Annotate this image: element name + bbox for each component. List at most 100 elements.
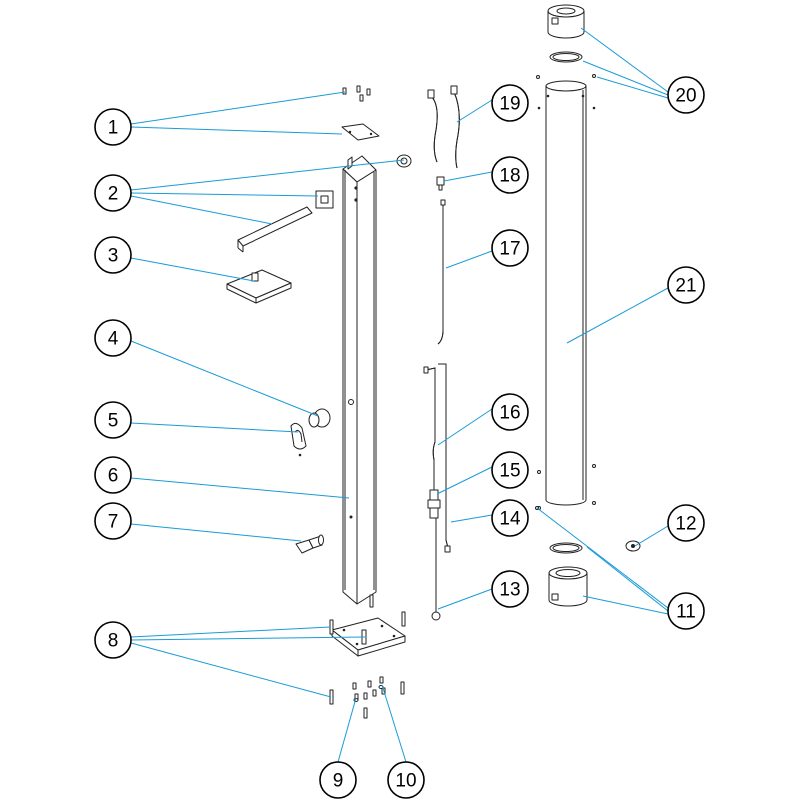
callout-circle	[667, 266, 705, 304]
callout-3: 3	[94, 236, 132, 274]
part-21-outer-tube	[537, 80, 596, 510]
callout-circle	[94, 108, 132, 146]
callout-circle	[491, 393, 529, 431]
callout-number: 13	[499, 580, 520, 601]
callout-circle	[667, 76, 705, 114]
callout-12: 12	[667, 504, 705, 542]
callout-number: 2	[108, 184, 119, 205]
leader-line-8	[130, 626, 331, 638]
callout-number: 5	[108, 411, 119, 432]
leader-line-5	[130, 422, 299, 433]
callout-number: 18	[499, 166, 520, 187]
callout-circle	[387, 761, 425, 799]
callout-14: 14	[491, 499, 529, 537]
callout-6: 6	[94, 456, 132, 494]
part-13-pipe	[438, 363, 451, 553]
callout-number: 14	[499, 509, 521, 530]
callout-15: 15	[491, 451, 529, 489]
part-6-elbow-fitting	[295, 534, 324, 554]
callout-circle	[94, 502, 132, 540]
leader-line-6	[130, 477, 350, 499]
leader-line-16	[437, 408, 493, 446]
part-17-connector	[436, 176, 445, 191]
callout-number: 8	[108, 631, 119, 652]
callout-16: 16	[491, 393, 529, 431]
callout-2: 2	[94, 174, 132, 212]
leader-line-7	[130, 523, 302, 542]
callout-circle	[491, 499, 529, 537]
part-1-top-plate	[341, 85, 380, 141]
callout-13: 13	[491, 570, 529, 608]
callout-10: 10	[387, 761, 425, 799]
callout-20: 20	[667, 76, 705, 114]
leader-line-3	[130, 257, 255, 282]
leader-lines	[130, 27, 669, 763]
part-10-bottom-cap	[535, 506, 588, 607]
leader-line-2	[130, 159, 405, 191]
callout-21: 21	[667, 266, 705, 304]
callout-1: 1	[94, 108, 132, 146]
callout-number: 1	[108, 118, 119, 139]
callout-circle	[491, 84, 529, 122]
callout-18: 18	[491, 156, 529, 194]
callout-9: 9	[319, 761, 357, 799]
leader-line-20	[582, 60, 669, 96]
leader-line-18	[443, 171, 493, 182]
callout-number: 17	[499, 239, 520, 260]
leader-line-8	[130, 642, 332, 698]
leader-line-21	[566, 287, 669, 344]
leader-line-19	[456, 99, 493, 123]
leader-line-15	[436, 466, 493, 495]
callout-7: 7	[94, 502, 132, 540]
callout-circle	[667, 504, 705, 542]
part-16-rod	[437, 199, 446, 345]
callout-number: 12	[675, 514, 696, 535]
leader-line-20	[596, 76, 669, 99]
callout-4: 4	[94, 319, 132, 357]
part-3-shower-head	[226, 269, 292, 304]
leader-line-1	[130, 91, 346, 125]
leader-line-11	[536, 507, 669, 609]
callout-circle	[94, 236, 132, 274]
part-4-valve-knob	[308, 408, 331, 428]
leader-line-2	[130, 192, 319, 197]
callout-number: 10	[395, 771, 416, 792]
leader-line-1	[130, 126, 343, 135]
part-20-main-column	[342, 154, 412, 608]
leader-line-12	[634, 525, 669, 547]
parts-drawing	[226, 4, 641, 719]
part-8-9-small-fasteners	[352, 676, 386, 719]
leader-line-8	[130, 636, 366, 641]
callout-number: 6	[108, 466, 119, 487]
callout-number: 15	[499, 461, 520, 482]
callout-circle	[491, 229, 529, 267]
callout-circle	[94, 401, 132, 439]
callout-number: 7	[108, 512, 119, 533]
callout-8: 8	[94, 621, 132, 659]
leader-line-9	[337, 697, 357, 763]
callout-circle	[94, 174, 132, 212]
leader-line-14	[450, 514, 493, 523]
part-5-bracket	[290, 422, 307, 457]
leader-line-17	[445, 250, 493, 269]
callout-circle	[94, 621, 132, 659]
leader-line-11	[586, 546, 669, 612]
callout-number: 11	[676, 602, 696, 623]
leader-line-4	[130, 340, 319, 417]
part-15-pipe	[423, 366, 436, 490]
leader-line-2	[130, 195, 273, 225]
part-11-plug	[625, 540, 641, 552]
callout-number: 16	[499, 403, 520, 424]
callout-number: 19	[499, 94, 520, 115]
part-12-pipe	[431, 518, 441, 621]
part-19-top-cap	[536, 4, 596, 79]
callout-circle	[319, 761, 357, 799]
leader-line-10	[381, 684, 407, 763]
callout-11: 11	[667, 592, 705, 630]
part-18-flex-hose	[427, 85, 460, 169]
callout-circle	[94, 319, 132, 357]
callout-circle	[491, 156, 529, 194]
callout-circle	[94, 456, 132, 494]
callout-19: 19	[491, 84, 529, 122]
